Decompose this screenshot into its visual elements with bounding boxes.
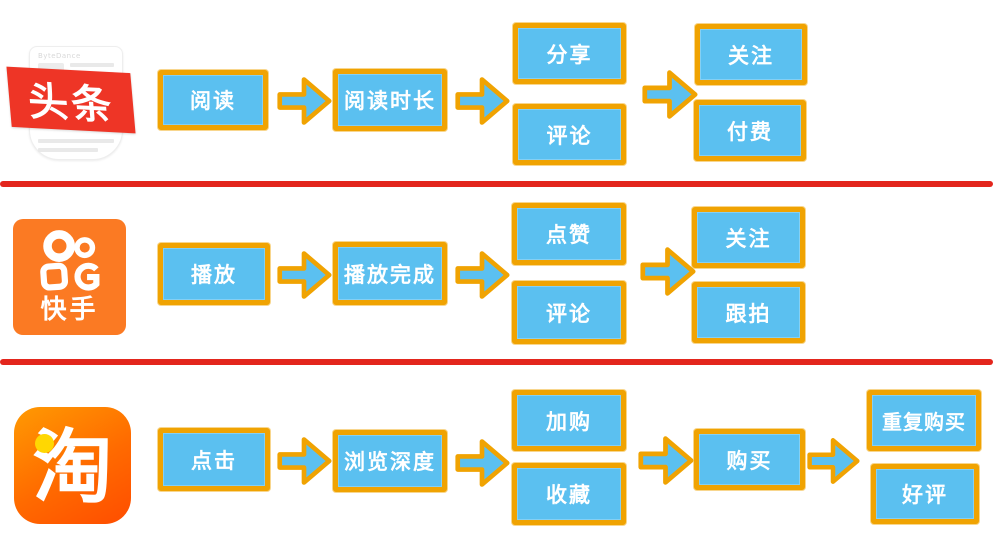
flow-arrow-icon — [277, 77, 332, 125]
toutiao-logo: ByteDance 头条 — [6, 42, 137, 160]
toutiao-watermark-text: ByteDance — [38, 52, 81, 60]
node-taobao-browse-depth: 浏览深度 — [333, 430, 447, 492]
node-taobao-buy: 购买 — [694, 429, 805, 490]
kuaishou-camera-icon — [39, 230, 99, 291]
kuaishou-logo: 快手 — [13, 219, 126, 335]
taobao-logo: 淘 — [14, 407, 131, 524]
newspaper-line — [38, 148, 98, 152]
node-kuaishou-follow: 关注 — [692, 207, 805, 268]
node-kuaishou-comment: 评论 — [512, 281, 626, 344]
newspaper-line — [38, 139, 114, 143]
node-toutiao-read-duration: 阅读时长 — [333, 69, 447, 131]
flow-arrow-icon — [455, 77, 510, 125]
node-toutiao-read: 阅读 — [158, 70, 268, 130]
node-toutiao-comment: 评论 — [513, 104, 626, 165]
node-kuaishou-play-complete: 播放完成 — [333, 242, 447, 305]
flow-arrow-icon — [455, 251, 510, 299]
kuaishou-logo-label: 快手 — [40, 295, 99, 325]
flow-arrow-icon — [807, 438, 860, 484]
node-taobao-click: 点击 — [158, 428, 270, 491]
flow-arrow-icon — [640, 247, 696, 296]
node-taobao-favorite: 收藏 — [512, 463, 626, 525]
node-kuaishou-like: 点赞 — [512, 203, 626, 265]
node-taobao-good-review: 好评 — [871, 464, 979, 524]
flow-arrow-icon — [277, 437, 332, 485]
node-toutiao-follow: 关注 — [695, 24, 807, 85]
toutiao-banner: 头条 — [6, 66, 136, 134]
newspaper-line — [70, 63, 114, 67]
node-kuaishou-play: 播放 — [158, 243, 270, 305]
node-taobao-add-to-cart: 加购 — [512, 390, 626, 451]
flow-arrow-icon — [455, 439, 510, 487]
node-toutiao-pay: 付费 — [694, 100, 806, 161]
flow-arrow-icon — [277, 251, 332, 299]
row-divider — [0, 359, 993, 365]
row-divider — [0, 181, 993, 187]
node-toutiao-share: 分享 — [513, 23, 626, 84]
flow-arrow-icon — [638, 436, 694, 485]
node-kuaishou-coshoot: 跟拍 — [692, 282, 805, 343]
node-taobao-repeat-purchase: 重复购买 — [867, 390, 981, 451]
flow-arrow-icon — [642, 70, 698, 119]
taobao-yellow-dot — [35, 434, 54, 453]
